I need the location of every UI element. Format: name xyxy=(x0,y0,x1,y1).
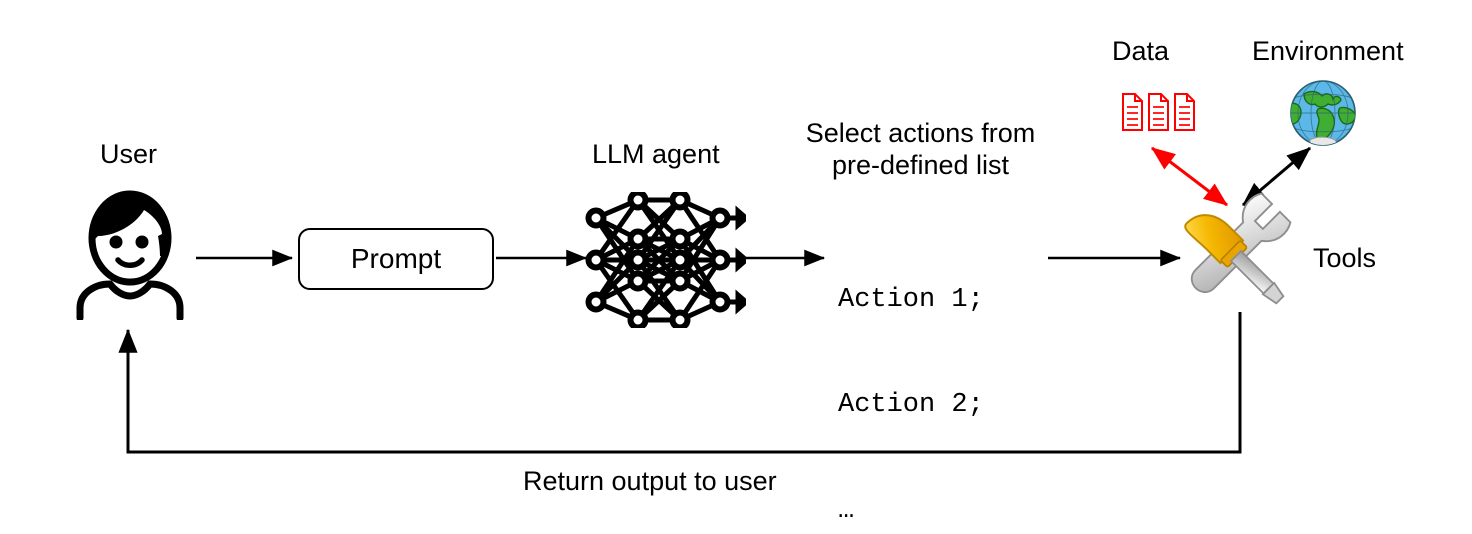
label-user: User xyxy=(100,139,158,169)
document-stack-icon xyxy=(1122,93,1195,131)
action-list: Action 1; Action 2; … Action N xyxy=(838,213,984,534)
action-item: Action 1; xyxy=(838,285,984,316)
edge-tools-to-user-return xyxy=(118,312,1242,454)
label-return-output: Return output to user xyxy=(523,466,777,496)
action-item: Action 2; xyxy=(838,390,984,421)
prompt-label: Prompt xyxy=(350,243,442,274)
label-data: Data xyxy=(1112,36,1170,66)
label-select-actions: Select actions from pre-defined list xyxy=(805,118,1036,180)
prompt-box[interactable]: Prompt xyxy=(298,228,494,290)
globe-icon xyxy=(1290,80,1356,146)
screwdriver-wrench-icon xyxy=(1184,192,1292,305)
label-tools: Tools xyxy=(1313,243,1377,273)
label-environment: Environment xyxy=(1252,36,1404,66)
neural-network-icon xyxy=(585,192,746,328)
action-item: … xyxy=(838,495,855,526)
person-icon xyxy=(76,190,184,320)
label-llm-agent: LLM agent xyxy=(592,139,720,169)
